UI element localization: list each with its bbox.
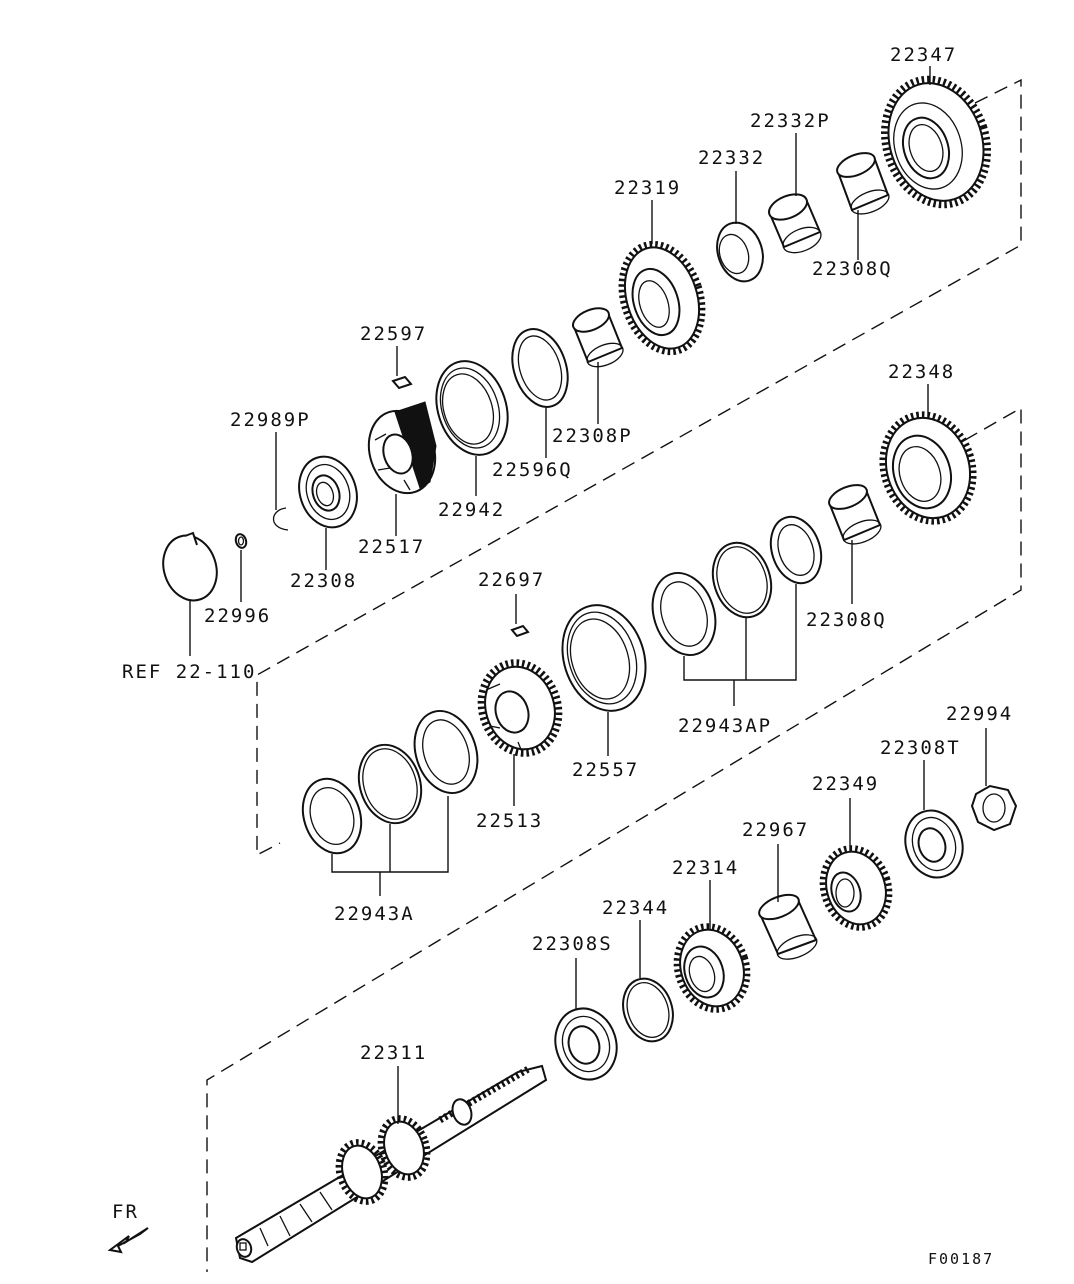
- label-22943a: 22943A: [334, 903, 415, 925]
- label-22697: 22697: [478, 569, 545, 591]
- label-22308: 22308: [290, 570, 357, 592]
- label-22332p: 22332P: [750, 110, 831, 132]
- label-22996: 22996: [204, 605, 271, 627]
- label-22596q: 22596Q: [492, 459, 573, 481]
- synchro-ring-22943ap-middle-icon: [711, 541, 773, 619]
- ball-bearing-22308-icon: [298, 455, 358, 529]
- label-22314: 22314: [672, 857, 739, 879]
- small-ring-22996-icon: [234, 533, 248, 549]
- collar-22332-icon: [716, 221, 764, 283]
- needle-bearing-22308q-mid-icon: [828, 484, 882, 545]
- leader-22943ap: [683, 584, 797, 706]
- label-22344: 22344: [602, 897, 669, 919]
- sleeve-22332p-icon: [768, 193, 822, 254]
- label-22308q-top: 22308Q: [812, 258, 893, 280]
- synchro-ring-22943ap-inner-icon: [651, 571, 717, 657]
- label-22319: 22319: [614, 177, 681, 199]
- main-shaft-22311-icon: [234, 1064, 548, 1264]
- coupling-sleeve-22557-icon: [561, 604, 647, 712]
- gear-22319-icon: [618, 240, 706, 356]
- label-22597: 22597: [360, 323, 427, 345]
- coupling-sleeve-22942-icon: [435, 360, 509, 456]
- lower-group-boundary: [206, 406, 1022, 1272]
- synchro-hub-22513-icon: [477, 659, 563, 757]
- label-22308p: 22308P: [552, 425, 633, 447]
- label-22942: 22942: [438, 499, 505, 521]
- gear-22349-icon: [819, 845, 893, 931]
- shifting-key-22697-icon: [510, 624, 530, 638]
- label-22348: 22348: [888, 361, 955, 383]
- label-22308q-mid: 22308Q: [806, 609, 887, 631]
- label-22513: 22513: [476, 810, 543, 832]
- synchro-hub-22517-icon: [367, 401, 437, 495]
- synchro-ring-22943a-middle-icon: [357, 743, 423, 825]
- label-22311: 22311: [360, 1042, 427, 1064]
- shifting-key-22597-icon: [391, 375, 413, 390]
- label-ref: REF 22-110: [122, 661, 256, 683]
- ref-disc-icon: [162, 531, 218, 602]
- upper-group-boundary: [256, 78, 1022, 857]
- ball-bearing-22308s-icon: [554, 1007, 618, 1081]
- synchro-ring-22943ap-outer-icon: [769, 515, 823, 585]
- leader-22943a: [331, 796, 449, 896]
- synchro-ring-22596q-icon: [511, 328, 569, 408]
- needle-bearing-22308q-top-icon: [836, 152, 890, 215]
- label-22994: 22994: [946, 703, 1013, 725]
- gear-22347-icon: [880, 75, 992, 209]
- collar-22967-icon: [758, 893, 818, 960]
- label-22347: 22347: [890, 44, 957, 66]
- label-22332: 22332: [698, 147, 765, 169]
- label-22517: 22517: [358, 536, 425, 558]
- label-22557: 22557: [572, 759, 639, 781]
- synchro-ring-22943a-inner-icon: [413, 709, 479, 795]
- label-22943ap: 22943AP: [678, 715, 772, 737]
- direction-label: FR: [112, 1201, 139, 1223]
- snap-ring-22344-icon: [622, 977, 674, 1043]
- front-arrow-icon: [107, 1227, 149, 1254]
- label-22967: 22967: [742, 819, 809, 841]
- label-22308t: 22308T: [880, 737, 961, 759]
- needle-bearing-22308p-icon: [571, 307, 624, 368]
- snap-ring-22989p-icon: [272, 507, 289, 531]
- label-22989p: 22989P: [230, 409, 311, 431]
- lock-nut-22994-icon: [970, 784, 1018, 832]
- label-22308s: 22308S: [532, 933, 613, 955]
- figure-code: F00187: [928, 1250, 994, 1268]
- gear-22348-icon: [879, 411, 977, 525]
- synchro-ring-22943a-outer-icon: [301, 777, 363, 855]
- gear-22314-icon: [673, 923, 751, 1013]
- label-22349: 22349: [812, 773, 879, 795]
- ball-bearing-22308t-icon: [904, 809, 964, 879]
